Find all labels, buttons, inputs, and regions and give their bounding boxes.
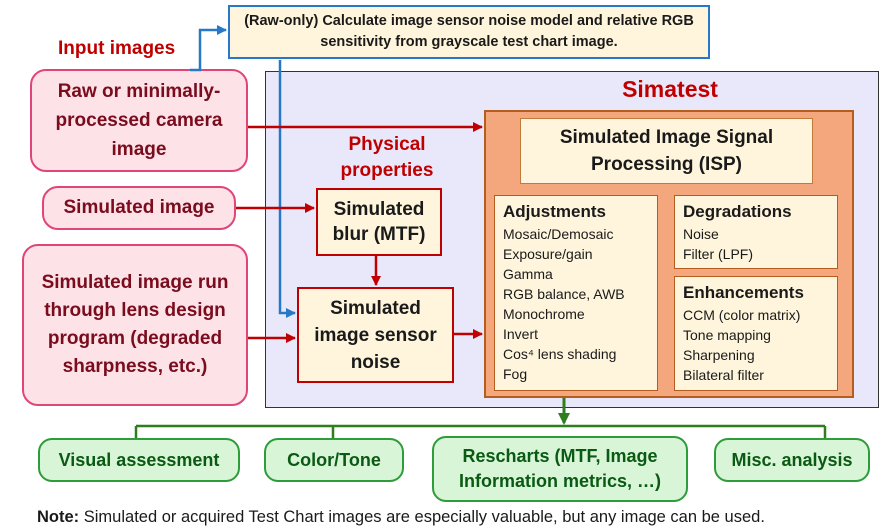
input-images-label: Input images xyxy=(58,38,176,59)
simulated-noise-box: Simulated image sensor noise xyxy=(297,287,454,383)
simulated-blur-box: Simulated blur (MTF) xyxy=(316,188,442,256)
adjustment-item: Mosaic/Demosaic xyxy=(503,226,614,242)
enhancement-item: Tone mapping xyxy=(683,327,771,343)
output-color-tone: Color/Tone xyxy=(264,438,404,482)
adjustment-item: Cos⁴ lens shading xyxy=(503,346,617,362)
adjustments-title: Adjustments xyxy=(503,202,606,221)
adjustment-item: Fog xyxy=(503,366,528,382)
isp-title-box: Simulated Image Signal Processing (ISP) xyxy=(520,118,813,184)
noise-model-box: (Raw-only) Calculate image sensor noise … xyxy=(228,5,710,59)
adjustment-item: Invert xyxy=(503,326,539,342)
blue-arrow-to-noise-model xyxy=(190,25,227,72)
blue-arrow-to-noise-box xyxy=(278,60,296,318)
output-rescharts: Rescharts (MTF, Image Information metric… xyxy=(432,436,688,502)
footer-note: Note: Simulated or acquired Test Chart i… xyxy=(37,508,765,527)
input-lens-design-image: Simulated image run through lens design … xyxy=(22,244,248,406)
adjustment-item: Monochrome xyxy=(503,306,585,322)
input-simulated-image: Simulated image xyxy=(42,186,236,230)
degradations-title: Degradations xyxy=(683,202,792,221)
adjustment-item: Gamma xyxy=(503,266,553,282)
output-misc-analysis: Misc. analysis xyxy=(714,438,870,482)
adjustments-box: Adjustments Mosaic/Demosaic Exposure/gai… xyxy=(494,195,658,391)
adjustment-item: RGB balance, AWB xyxy=(503,286,625,302)
simatest-title: Simatest xyxy=(622,76,718,102)
degradations-box: Degradations Noise Filter (LPF) xyxy=(674,195,838,269)
note-label: Note: xyxy=(37,508,80,526)
noise-model-text: (Raw-only) Calculate image sensor noise … xyxy=(244,13,694,50)
degradation-item: Filter (LPF) xyxy=(683,246,753,262)
adjustment-item: Exposure/gain xyxy=(503,246,593,262)
physical-properties-label: Physical properties xyxy=(340,134,434,181)
degradation-item: Noise xyxy=(683,226,719,242)
enhancements-box: Enhancements CCM (color matrix) Tone map… xyxy=(674,276,838,391)
input-raw-camera-image: Raw or minimally-processed camera image xyxy=(30,69,248,172)
enhancement-item: Sharpening xyxy=(683,347,755,363)
enhancement-item: Bilateral filter xyxy=(683,367,764,383)
output-visual-assessment: Visual assessment xyxy=(38,438,240,482)
note-text: Simulated or acquired Test Chart images … xyxy=(79,508,765,526)
enhancement-item: CCM (color matrix) xyxy=(683,307,801,323)
enhancements-title: Enhancements xyxy=(683,283,804,302)
